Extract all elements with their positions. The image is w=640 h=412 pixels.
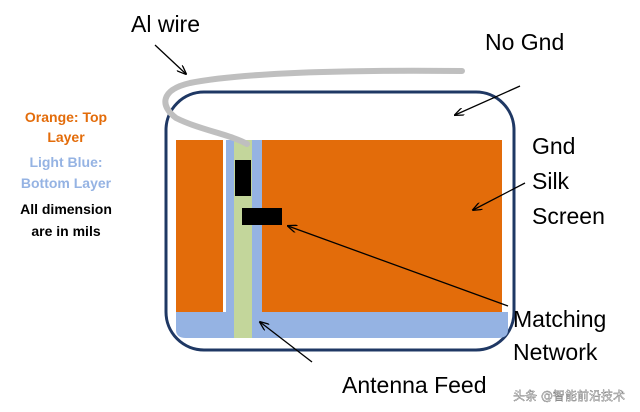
legend-orange-line-2: Layer xyxy=(47,129,85,145)
screen-label: Screen xyxy=(532,203,605,229)
legend: Orange: Top Layer Light Blue: Bottom Lay… xyxy=(20,109,112,239)
matching-network-component xyxy=(242,208,282,225)
no-gnd-label: No Gnd xyxy=(485,29,564,55)
legend-blue-line-1: Light Blue: xyxy=(29,154,102,170)
top-layer-left-block xyxy=(176,140,223,312)
antenna-feed-label: Antenna Feed xyxy=(342,372,487,398)
al-wire xyxy=(162,67,465,147)
legend-blue-line-2: Bottom Layer xyxy=(21,175,112,191)
no-gnd-arrow xyxy=(455,85,521,115)
legend-orange-line-1: Orange: Top xyxy=(25,109,107,125)
feed-component xyxy=(235,160,251,196)
gnd-silk-arrow xyxy=(473,182,526,210)
al-wire-label: Al wire xyxy=(131,11,200,37)
matching-network-arrow xyxy=(288,226,509,307)
top-layer-main-block xyxy=(262,140,502,312)
antenna-feed-arrow xyxy=(260,322,313,363)
bottom-layer-region xyxy=(176,312,508,338)
al-wire-arrow xyxy=(154,44,186,74)
watermark: 头条 @智能前沿技术 xyxy=(513,388,625,403)
gnd-label: Gnd xyxy=(532,133,575,159)
matching-label: Matching xyxy=(513,306,606,332)
network-label: Network xyxy=(513,339,598,365)
silk-label: Silk xyxy=(532,168,570,194)
legend-dimension-line-2: are in mils xyxy=(31,223,100,239)
legend-dimension-line-1: All dimension xyxy=(20,201,112,217)
